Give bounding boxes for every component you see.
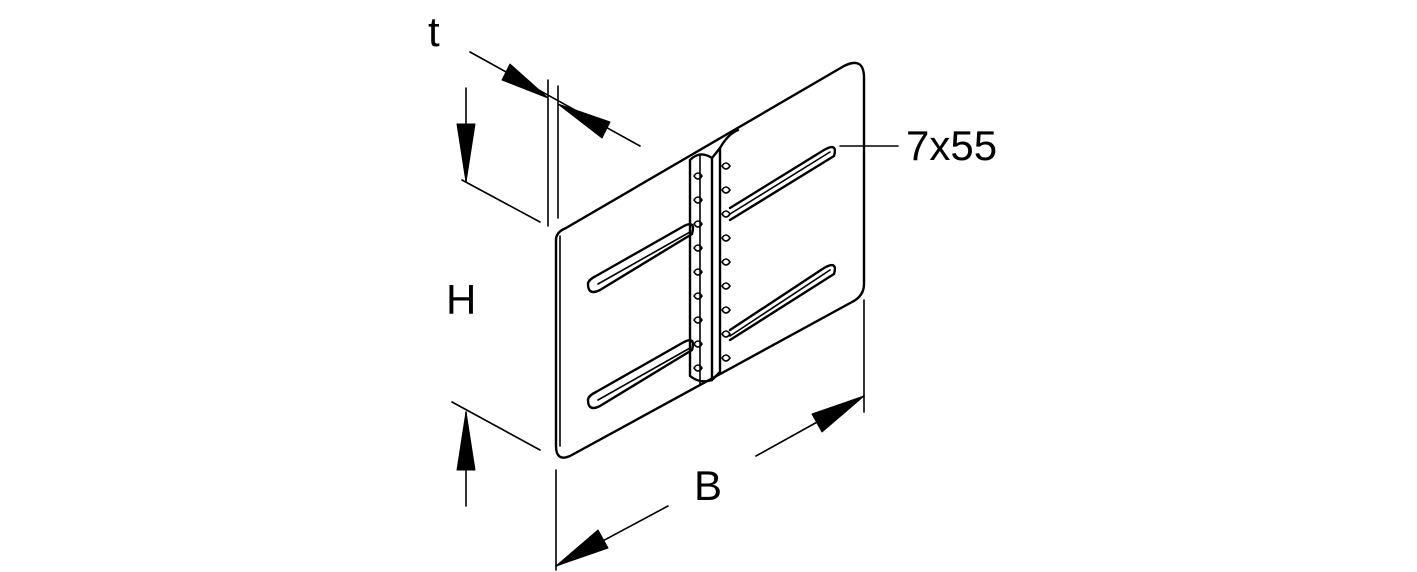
ridge-beads-left xyxy=(693,172,703,372)
b-arrow-right xyxy=(811,395,865,433)
ridge-beads-right xyxy=(721,162,731,362)
dimension-h xyxy=(451,87,541,507)
dimension-t xyxy=(469,51,641,227)
dimension-b xyxy=(555,299,865,571)
b-arrow-left xyxy=(555,529,609,567)
label-slot-size: 7x55 xyxy=(906,122,997,169)
slots xyxy=(586,145,837,410)
t-arrow-upper xyxy=(501,63,549,99)
slot-lower-left xyxy=(586,339,695,410)
label-t: t xyxy=(428,8,440,55)
h-arrow-bottom xyxy=(456,411,476,471)
slot-lower-right xyxy=(728,263,837,342)
t-arrow-lower xyxy=(557,103,611,139)
center-ridge xyxy=(688,128,740,385)
slot-upper-right xyxy=(728,145,837,222)
slot-upper-left xyxy=(586,223,695,294)
label-h: H xyxy=(446,276,476,323)
label-b: B xyxy=(694,462,722,509)
connector-plate xyxy=(554,61,866,459)
h-arrow-top xyxy=(456,123,476,183)
